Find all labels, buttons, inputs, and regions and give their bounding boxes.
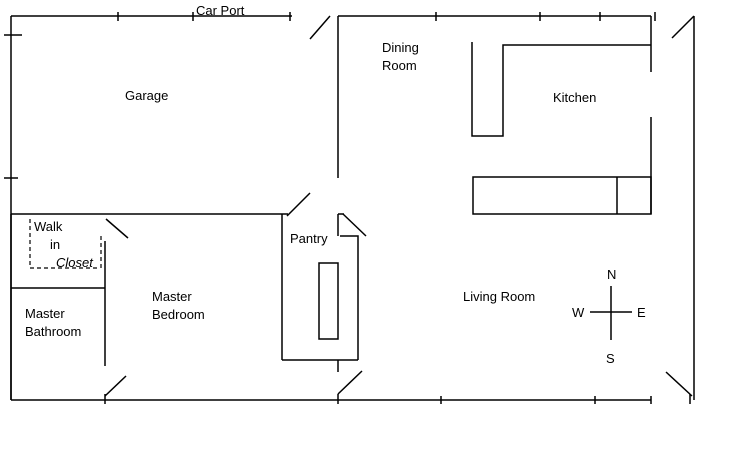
exterior-walls [10,15,695,401]
window-ticks [4,12,691,404]
door-swing [671,15,695,39]
walk-in-closet-label-line1: Walk [34,219,63,234]
walk-in-closet-label-line3: Closet [56,255,94,270]
kitchen-island [472,176,652,215]
pantry-shelf-outer [340,235,359,360]
master-bathroom-label-line1: Master [25,306,65,321]
door-swings [104,15,695,397]
room-labels: Car Port Garage Dining Room Kitchen Pant… [25,3,596,339]
door-swing [286,192,311,217]
walk-in-closet-label-line2: in [50,237,60,252]
pantry-label: Pantry [290,231,328,246]
kitchen-counter-l [471,42,651,137]
door-swing [104,375,127,397]
door-swing [105,218,129,239]
dining-room-label-line1: Dining [382,40,419,55]
door-swing [309,15,331,40]
kitchen-label: Kitchen [553,90,596,105]
compass-south-label: S [606,351,615,366]
door-swing [665,371,693,397]
interior-walls [10,16,359,400]
compass-east-label: E [637,305,646,320]
garage-label: Garage [125,88,168,103]
pantry-shelf [318,262,339,340]
door-swing [342,213,367,237]
dining-room-label-line2: Room [382,58,417,73]
living-room-label: Living Room [463,289,535,304]
master-bedroom-label-line2: Bedroom [152,307,205,322]
compass-rose: N S E W [572,267,646,366]
kitchen-counters [471,42,652,215]
walk-in-closet-outline [29,219,102,269]
door-swing [337,370,363,395]
closet-dashed-wall [29,219,100,269]
master-bedroom-label-line1: Master [152,289,192,304]
master-bathroom-label-line2: Bathroom [25,324,81,339]
compass-west-label: W [572,305,585,320]
compass-north-label: N [607,267,616,282]
car-port-label: Car Port [196,3,245,18]
